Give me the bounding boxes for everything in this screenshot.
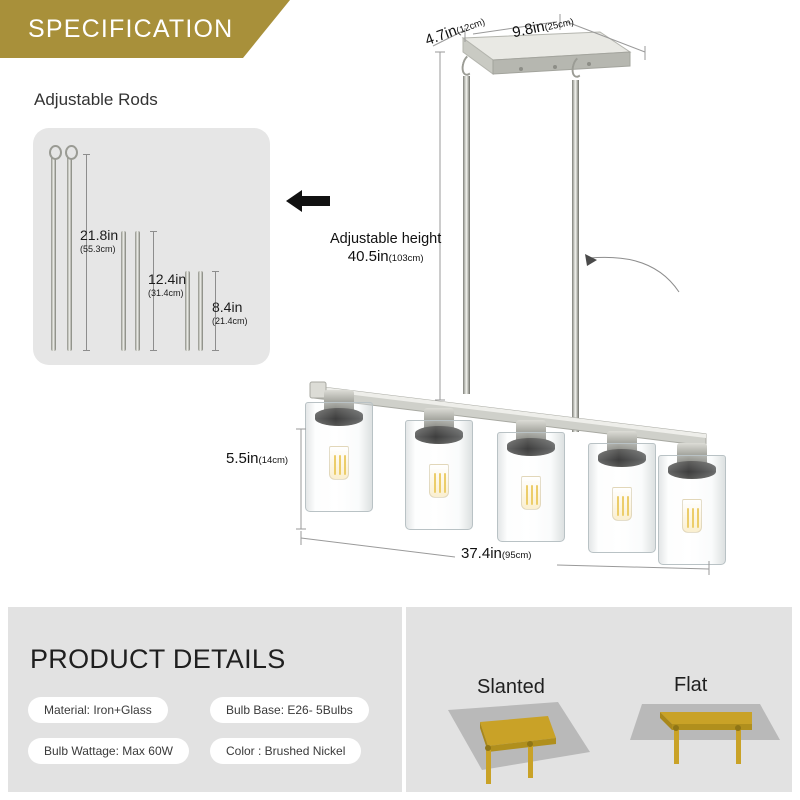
ceiling-canopy	[461, 31, 632, 75]
adjustable-height-dimension-line	[435, 51, 445, 401]
canopy-dimension-lines	[432, 14, 646, 60]
mounting-option-flat-label: Flat	[674, 674, 708, 696]
banner-title: SPECIFICATION	[28, 14, 234, 43]
rod-medium-dimension-line	[150, 231, 157, 351]
specification-banner: SPECIFICATION	[0, 0, 290, 58]
rod-long-a	[49, 145, 62, 351]
rod-medium-a	[121, 231, 126, 351]
rod-short-b	[198, 271, 203, 351]
shade-height-label: 5.5in(14cm)	[226, 450, 289, 467]
light-shade-3	[497, 420, 565, 542]
shade-height-dimension-line	[296, 428, 306, 530]
product-illustration	[300, 0, 800, 600]
overall-width-dimension-line	[300, 531, 710, 575]
rod-medium-dimension-label: 12.4in (31.4cm)	[148, 271, 187, 298]
mounting-options-panel	[406, 607, 792, 792]
overall-width-label: 37.4in(95cm)	[461, 545, 532, 562]
bulb-1	[329, 446, 349, 480]
rod-short-dimension-line	[212, 271, 219, 351]
light-shade-4	[588, 431, 656, 553]
rod-long-dimension-label: 21.8in (55.3cm)	[80, 227, 119, 254]
rod-medium-b	[135, 231, 140, 351]
mounting-option-slanted-label: Slanted	[477, 676, 545, 698]
adjustable-rods-panel	[33, 128, 270, 365]
light-shade-2	[405, 408, 473, 530]
light-shade-5	[658, 443, 726, 565]
bulb-2	[429, 464, 449, 498]
rod-long-dimension-line	[83, 154, 90, 351]
callout-leader-line	[585, 254, 680, 293]
suspension-rod-left	[463, 76, 470, 394]
adjustable-rods-title: Adjustable Rods	[34, 90, 158, 109]
rod-short-dimension-label: 8.4in (21.4cm)	[212, 299, 248, 326]
suspension-rod-right	[572, 80, 579, 432]
bulb-3	[521, 476, 541, 510]
detail-pill-material: Material: Iron+Glass	[28, 697, 168, 723]
rod-short-a	[185, 271, 190, 351]
detail-pill-bulb-base: Bulb Base: E26- 5Bulbs	[210, 697, 369, 723]
rod-long-b	[65, 145, 78, 351]
bulb-5	[682, 499, 702, 533]
left-arrow-icon	[286, 190, 330, 212]
bulb-4	[612, 487, 632, 521]
adjustable-height-label: Adjustable height 40.5in(103cm)	[330, 231, 442, 266]
detail-pill-color: Color : Brushed Nickel	[210, 738, 362, 764]
product-details-title: PRODUCT DETAILS	[30, 644, 286, 674]
mounting-diagram-slanted	[448, 702, 590, 784]
shade-glass-2	[405, 420, 473, 530]
light-shade-1	[305, 390, 373, 512]
mounting-diagram-flat	[630, 704, 780, 764]
detail-pill-bulb-wattage: Bulb Wattage: Max 60W	[28, 738, 189, 764]
